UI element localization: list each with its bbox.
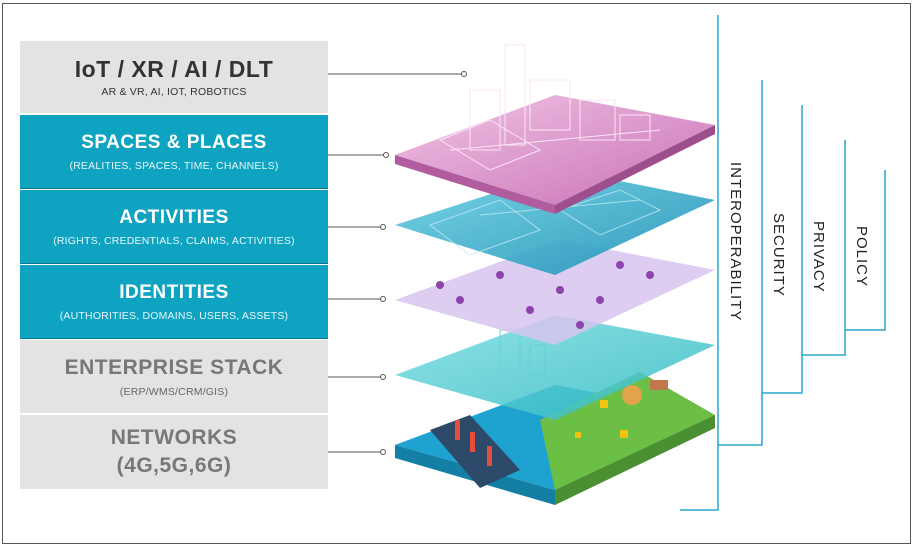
connector-lines bbox=[328, 71, 467, 455]
layer-subtitle: (AUTHORITIES, DOMAINS, USERS, ASSETS) bbox=[59, 309, 289, 322]
identity-pins bbox=[436, 261, 654, 329]
pillar-policy: POLICY bbox=[853, 226, 870, 288]
bracket-security bbox=[718, 80, 763, 446]
connector-dot-1 bbox=[383, 152, 389, 158]
layer-subtitle: (REALITIES, SPACES, TIME, CHANNELS) bbox=[69, 159, 279, 172]
layer-title: NETWORKS bbox=[110, 426, 238, 449]
bracket-interoperability bbox=[680, 15, 719, 511]
identities-layer-plate bbox=[395, 240, 715, 345]
bracket-end bbox=[845, 170, 886, 331]
pillar-security: SECURITY bbox=[770, 213, 787, 297]
connector-dot-5 bbox=[380, 449, 386, 455]
pillar-privacy: PRIVACY bbox=[810, 221, 827, 293]
connector-dot-3 bbox=[380, 296, 386, 302]
layer-title-line2: (4G,5G,6G) bbox=[116, 454, 232, 477]
layer-identities: IDENTITIES (AUTHORITIES, DOMAINS, USERS,… bbox=[20, 265, 328, 339]
bracket-privacy bbox=[762, 105, 803, 394]
layer-title: IDENTITIES bbox=[119, 281, 229, 303]
layer-activities: ACTIVITIES (RIGHTS, CREDENTIALS, CLAIMS,… bbox=[20, 190, 328, 264]
activities-layer-plate bbox=[395, 170, 715, 275]
connector-dot-2 bbox=[380, 224, 386, 230]
pillar-interoperability: INTEROPERABILITY bbox=[727, 162, 744, 322]
layer-iot-xr-ai-dlt: IoT / XR / AI / DLT AR & VR, AI, IOT, RO… bbox=[20, 41, 328, 114]
enterprise-layer-plate bbox=[395, 315, 715, 420]
layer-title: SPACES & PLACES bbox=[81, 131, 267, 153]
connector-dot-0 bbox=[461, 71, 467, 77]
bracket-policy bbox=[802, 140, 846, 356]
connector-dot-4 bbox=[380, 374, 386, 380]
spaces-layer-plate bbox=[395, 95, 715, 205]
diagram-frame bbox=[2, 3, 911, 544]
layer-title: ENTERPRISE STACK bbox=[64, 355, 284, 379]
layer-title: IoT / XR / AI / DLT bbox=[74, 56, 274, 82]
layer-subtitle: AR & VR, AI, IOT, ROBOTICS bbox=[101, 86, 247, 98]
layer-networks: NETWORKS (4G,5G,6G) bbox=[20, 415, 328, 489]
layer-title: ACTIVITIES bbox=[119, 206, 229, 228]
layer-spaces-places: SPACES & PLACES (REALITIES, SPACES, TIME… bbox=[20, 115, 328, 189]
layer-subtitle: (ERP/WMS/CRM/GIS) bbox=[119, 385, 229, 398]
pillar-brackets bbox=[680, 15, 886, 511]
layer-subtitle: (RIGHTS, CREDENTIALS, CLAIMS, ACTIVITIES… bbox=[53, 234, 295, 247]
layer-enterprise-stack: ENTERPRISE STACK (ERP/WMS/CRM/GIS) bbox=[20, 340, 328, 414]
